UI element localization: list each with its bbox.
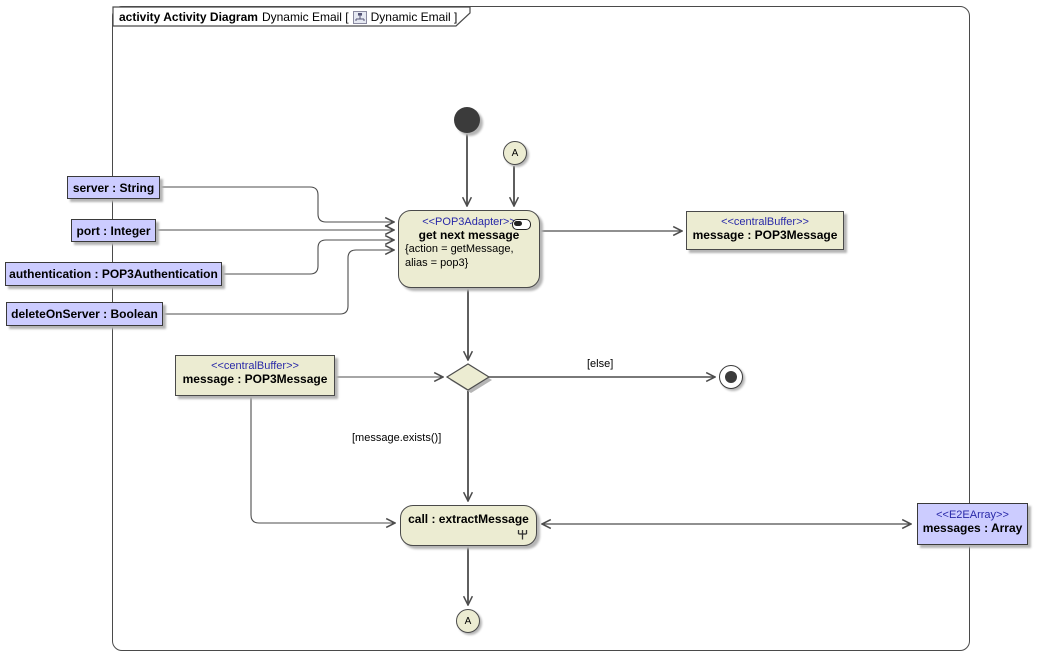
stereotype-label: <<POP3Adapter>> — [422, 216, 516, 228]
frame-title-name: Dynamic Email [ — [261, 10, 349, 24]
parameter-deleteonserver[interactable]: deleteOnServer : Boolean — [6, 302, 163, 326]
activity-diagram-icon — [352, 10, 367, 24]
action-name: call : extractMessage — [408, 512, 529, 526]
parameter-label: port : Integer — [76, 223, 151, 238]
activity-final-node[interactable] — [719, 365, 743, 389]
buffer-name: message : POP3Message — [182, 372, 328, 386]
activity-frame[interactable] — [112, 6, 970, 651]
guard-label-else[interactable]: [else] — [587, 358, 614, 370]
parameter-port[interactable]: port : Integer — [71, 219, 156, 242]
action-property-line: {action = getMessage, — [405, 243, 514, 255]
buffer-name: message : POP3Message — [692, 228, 838, 242]
stereotype-label: <<centralBuffer>> — [721, 216, 809, 228]
central-buffer-left[interactable]: <<centralBuffer>> message : POP3Message — [175, 355, 335, 396]
initial-node[interactable] — [454, 107, 480, 133]
connector-a-top[interactable]: A — [503, 141, 527, 165]
edge-deleteonserver-to-getnext[interactable] — [163, 250, 394, 315]
action-property-line: alias = pop3} — [405, 257, 469, 269]
frame-title-ref: Dynamic Email ] — [370, 10, 458, 24]
edge-authentication-to-getnext[interactable] — [222, 240, 394, 275]
parameter-server[interactable]: server : String — [67, 176, 160, 199]
final-node-dot — [725, 371, 737, 383]
frame-title-tab — [112, 6, 471, 27]
central-buffer-right[interactable]: <<centralBuffer>> message : POP3Message — [686, 211, 844, 250]
stereotype-label: <<E2EArray>> — [936, 509, 1009, 521]
edge-buffer-to-extract[interactable] — [250, 396, 395, 523]
behavior-toggle-icon — [512, 219, 531, 230]
parameter-label: server : String — [72, 180, 155, 195]
parameter-label: authentication : POP3Authentication — [9, 267, 218, 281]
parameter-label: deleteOnServer : Boolean — [11, 307, 158, 321]
array-node-messages[interactable]: <<E2EArray>> messages : Array — [917, 503, 1028, 545]
action-call-extract-message[interactable]: call : extractMessage — [400, 505, 537, 546]
connector-label: A — [511, 147, 519, 159]
action-name: get next message — [418, 228, 520, 242]
connector-label: A — [464, 615, 472, 627]
edge-server-to-getnext[interactable] — [160, 186, 394, 222]
rake-icon — [517, 530, 528, 540]
guard-label-exists[interactable]: [message.exists()] — [352, 432, 442, 444]
array-node-name: messages : Array — [922, 521, 1023, 535]
frame-title: activity Activity Diagram Dynamic Email … — [119, 9, 457, 25]
stereotype-label: <<centralBuffer>> — [211, 360, 299, 372]
parameter-authentication[interactable]: authentication : POP3Authentication — [5, 262, 222, 286]
connector-a-bottom[interactable]: A — [456, 609, 480, 633]
action-get-next-message[interactable]: <<POP3Adapter>> get next message {action… — [398, 210, 540, 288]
frame-title-keyword: activity Activity Diagram — [119, 10, 258, 24]
decision-node[interactable] — [445, 363, 492, 393]
